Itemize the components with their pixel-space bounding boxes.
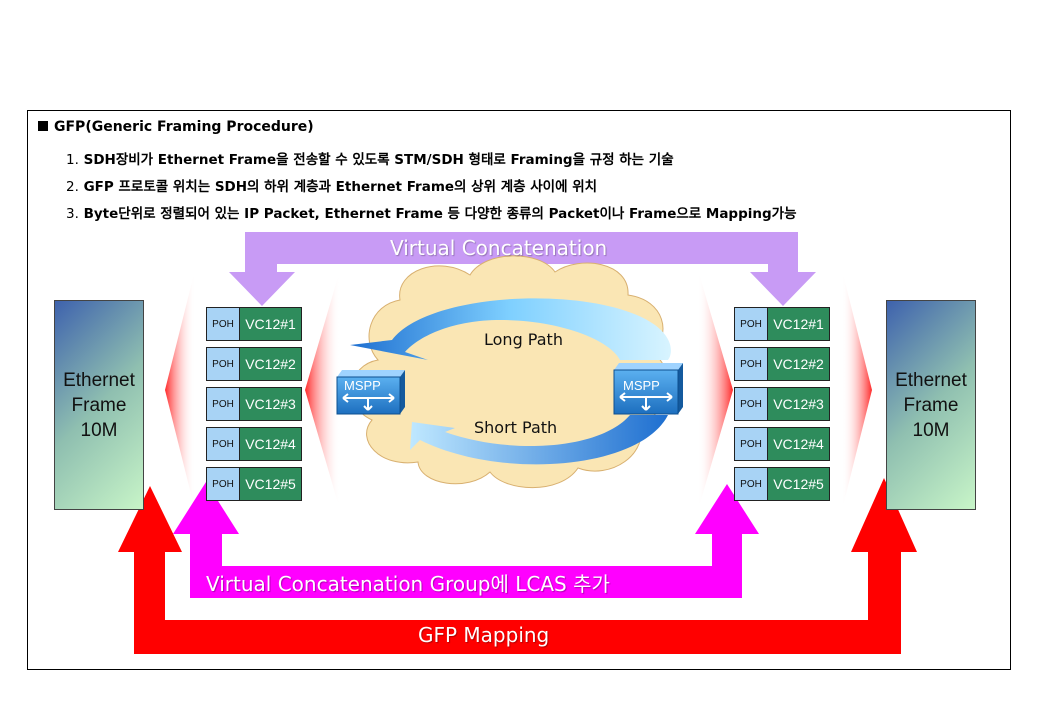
mspp-right-device: [613, 363, 683, 415]
ethernet-frame-right: Ethernet Frame 10M: [886, 300, 976, 510]
chevron-right-2: [842, 270, 872, 510]
chevron-left-2: [305, 270, 340, 510]
vc-label: VC12#4: [240, 428, 301, 460]
list-item-3: 3. Byte단위로 정렬되어 있는 IP Packet, Ethernet F…: [66, 206, 797, 222]
vc-label: VC12#4: [768, 428, 829, 460]
long-path-label: Long Path: [484, 330, 563, 349]
short-path-arrow: [410, 415, 668, 465]
poh-label: POH: [207, 348, 240, 380]
poh-label: POH: [735, 308, 768, 340]
vc-left-3: POH VC12#3: [206, 387, 302, 421]
vc-right-3: POH VC12#3: [734, 387, 830, 421]
vc-right-4: POH VC12#4: [734, 427, 830, 461]
poh-label: POH: [735, 428, 768, 460]
bullet-square-icon: [38, 121, 48, 131]
poh-label: POH: [735, 388, 768, 420]
chevron-left-1: [165, 270, 195, 510]
poh-label: POH: [207, 428, 240, 460]
vc-label: VC12#2: [768, 348, 829, 380]
ethernet-frame-left: Ethernet Frame 10M: [54, 300, 144, 510]
mspp-left-label: MSPP: [344, 378, 381, 393]
virtual-concatenation-arrow: [229, 232, 816, 306]
chevron-right-1: [698, 270, 733, 510]
vc-left-2: POH VC12#2: [206, 347, 302, 381]
short-path-label: Short Path: [474, 418, 558, 437]
poh-label: POH: [207, 468, 240, 500]
poh-label: POH: [207, 308, 240, 340]
poh-label: POH: [735, 348, 768, 380]
vc-label: VC12#1: [240, 308, 301, 340]
gfp-mapping-arrow: [118, 478, 917, 654]
list-item-1: 1. SDH장비가 Ethernet Frame을 전송할 수 있도록 STM/…: [66, 152, 674, 168]
mspp-right-label: MSPP: [623, 378, 660, 393]
poh-label: POH: [207, 388, 240, 420]
vc-label: VC12#3: [768, 388, 829, 420]
vc-left-1: POH VC12#1: [206, 307, 302, 341]
virtual-concatenation-label: Virtual Concatenation: [390, 236, 608, 260]
lcas-arrow: [173, 482, 759, 598]
poh-label: POH: [735, 468, 768, 500]
vc-right-1: POH VC12#1: [734, 307, 830, 341]
vc-label: VC12#1: [768, 308, 829, 340]
vc-label: VC12#5: [240, 468, 301, 500]
vc-left-5: POH VC12#5: [206, 467, 302, 501]
vc-label: VC12#2: [240, 348, 301, 380]
vc-left-4: POH VC12#4: [206, 427, 302, 461]
long-path-arrow: [350, 298, 671, 360]
vc-right-2: POH VC12#2: [734, 347, 830, 381]
vc-label: VC12#3: [240, 388, 301, 420]
vc-label: VC12#5: [768, 468, 829, 500]
section-title: GFP(Generic Framing Procedure): [38, 119, 314, 135]
gfp-mapping-label: GFP Mapping: [418, 623, 550, 647]
mspp-left-device: [336, 370, 405, 415]
lcas-label: Virtual Concatenation Group에 LCAS 추가: [206, 572, 610, 596]
vc-right-5: POH VC12#5: [734, 467, 830, 501]
list-item-2: 2. GFP 프로토콜 위치는 SDH의 하위 계층과 Ethernet Fra…: [66, 179, 598, 195]
